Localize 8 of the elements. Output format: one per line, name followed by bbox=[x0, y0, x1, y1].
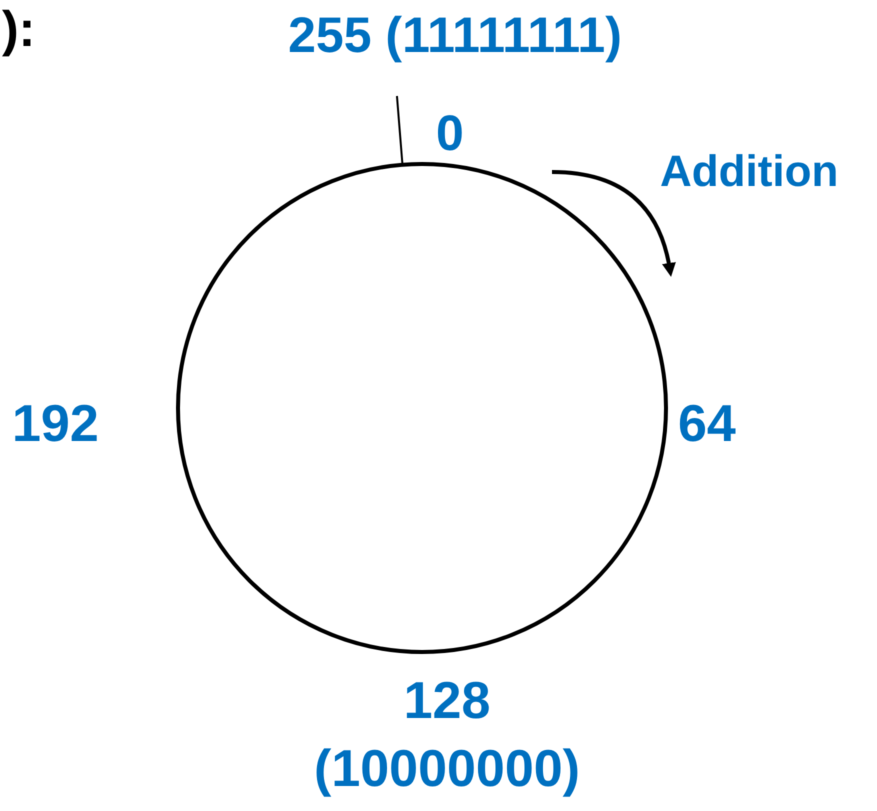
value-label: 255 (11111111) bbox=[240, 8, 670, 68]
value-label: 192 bbox=[12, 396, 99, 454]
direction-label: Addition bbox=[660, 148, 838, 196]
value-label: 128 (10000000) bbox=[313, 671, 581, 800]
leader-line bbox=[396, 96, 404, 165]
value-label: 64 bbox=[678, 396, 736, 454]
text-fragment: ): bbox=[2, 2, 36, 57]
value-label: 0 bbox=[436, 106, 464, 161]
